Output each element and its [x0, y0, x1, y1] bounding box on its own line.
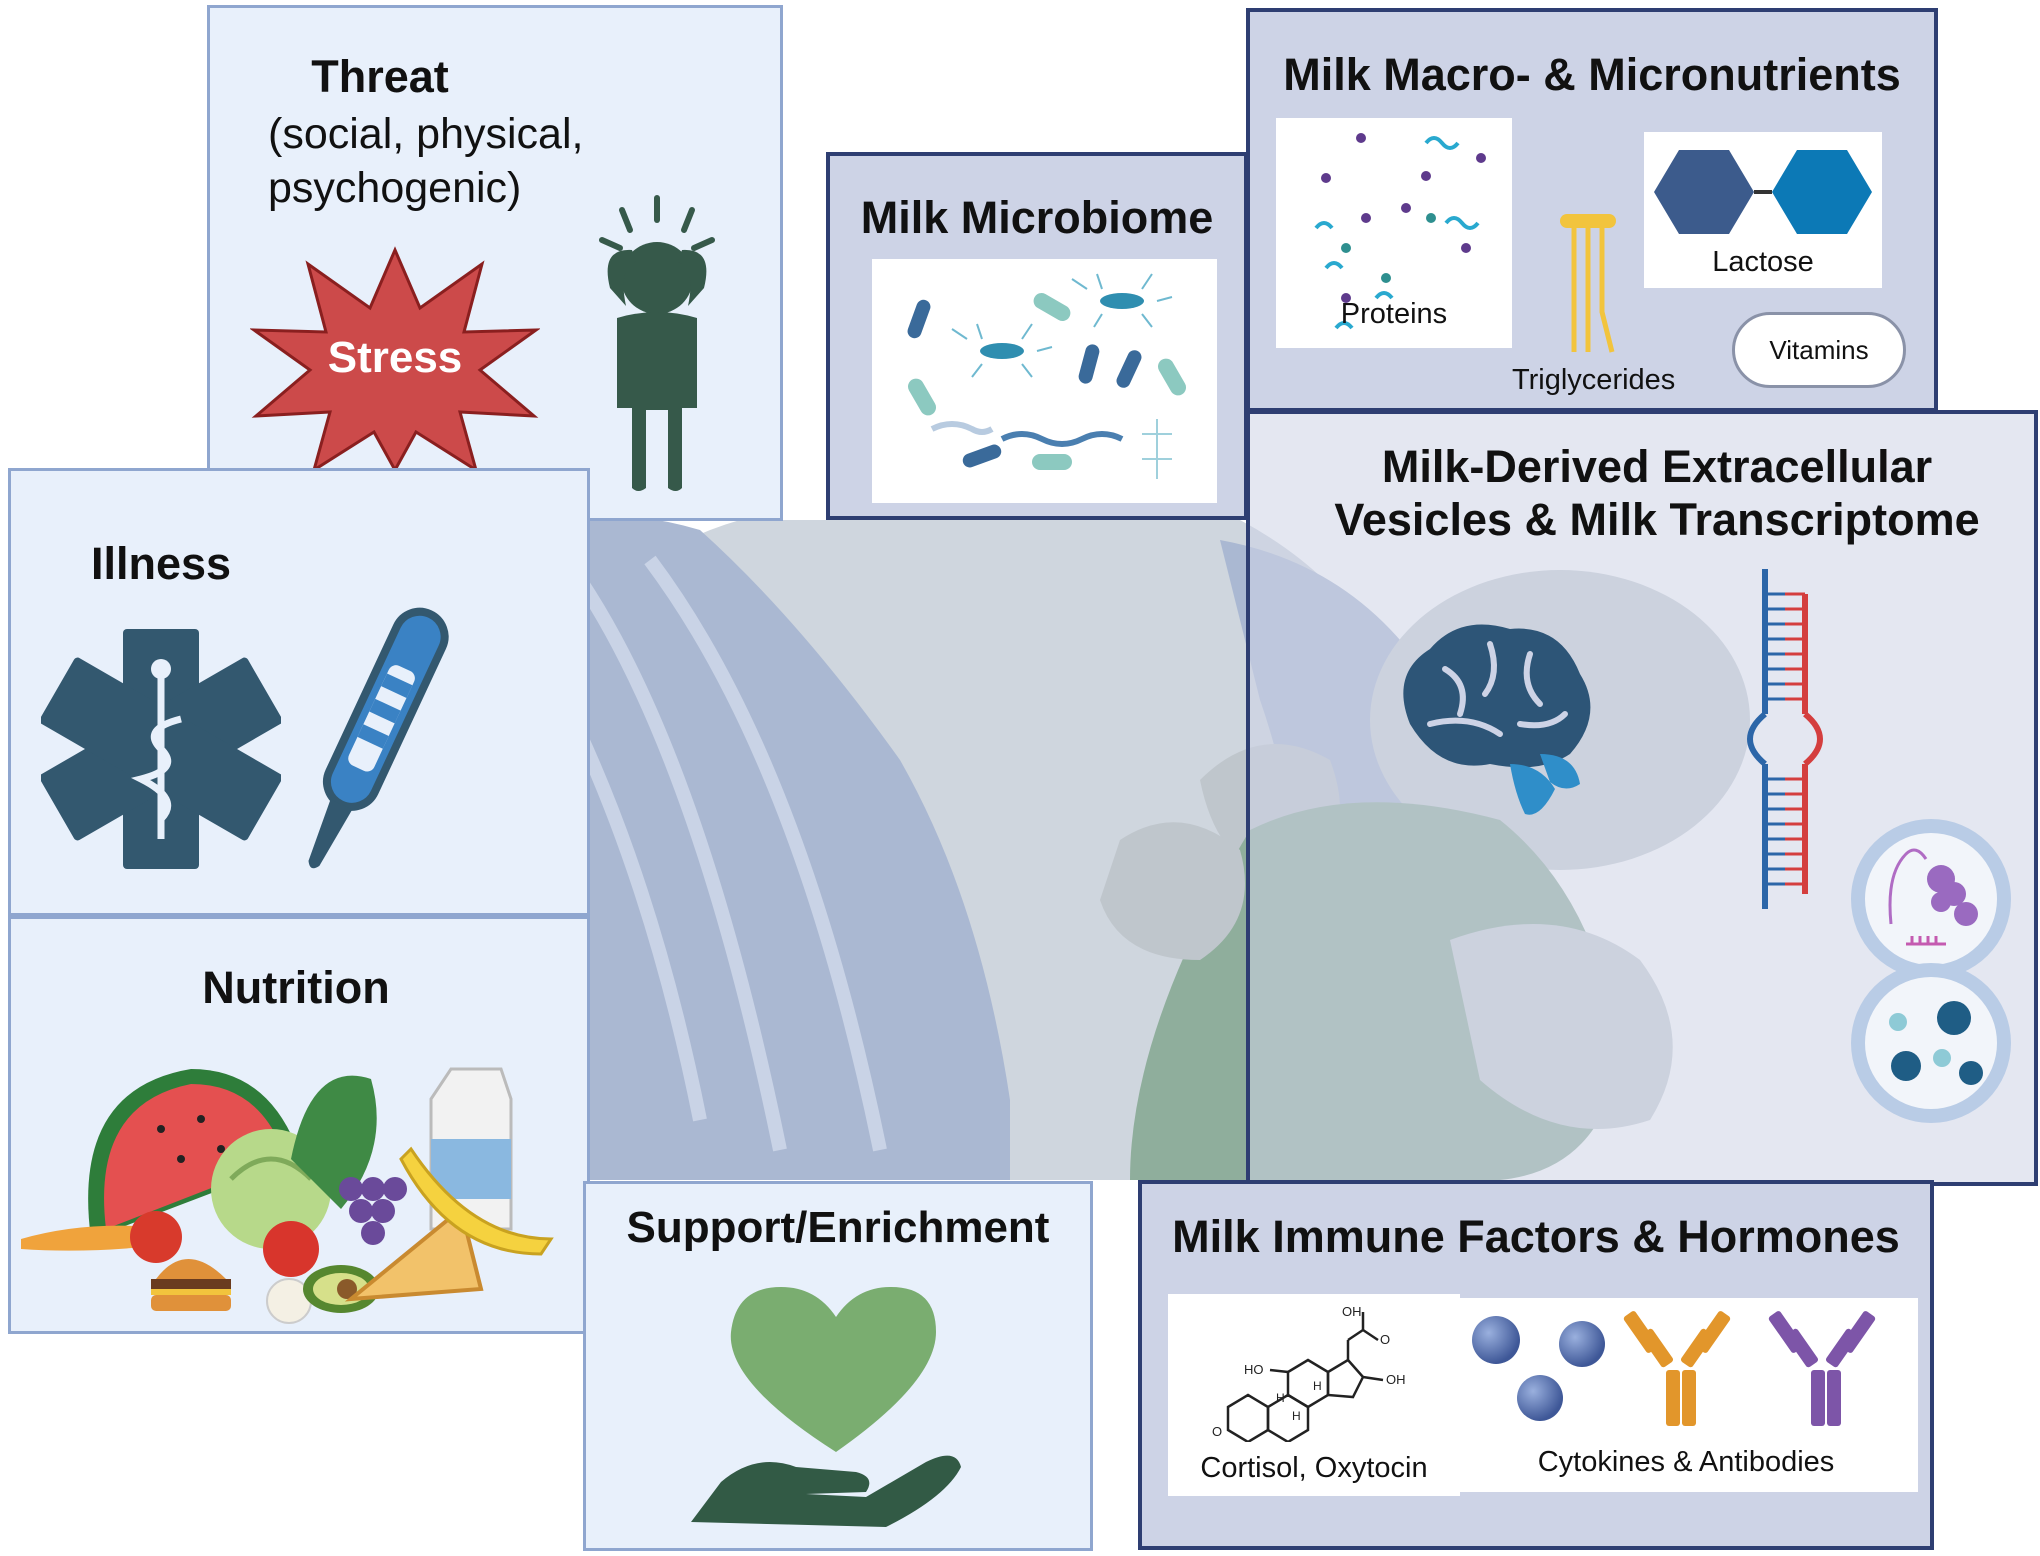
steroid-structure-icon: OH O HO OH H H H O	[1212, 1304, 1406, 1442]
steroid-label: H	[1276, 1391, 1285, 1405]
food-group-icon	[21, 1067, 554, 1324]
proteins-icon	[1314, 133, 1486, 330]
stress-badge: Stress	[327, 333, 463, 382]
cortisol-label: Cortisol, Oxytocin	[1200, 1452, 1428, 1484]
antibody-purple-icon	[1768, 1311, 1876, 1426]
steroid-label: OH	[1342, 1304, 1362, 1319]
macronutrients-panel: Milk Macro- & Micronutrients Proteins Tr…	[1246, 8, 1938, 412]
triglycerides-icon	[1560, 214, 1616, 353]
proteins-card: Proteins	[1276, 118, 1512, 348]
cytokine-sphere	[1559, 1321, 1605, 1367]
pizza-icon	[344, 1205, 484, 1302]
watermelon-icon	[88, 1069, 302, 1239]
thermometer-icon	[308, 607, 449, 869]
proteins-label: Proteins	[1340, 298, 1448, 330]
vesicle-cargo-icon	[1851, 819, 2011, 979]
steroid-label: O	[1380, 1332, 1390, 1347]
cytokines-label: Cytokines & Antibodies	[1537, 1446, 1835, 1478]
steroid-label: OH	[1386, 1372, 1406, 1387]
avocado-icon	[303, 1265, 379, 1313]
illness-title: Illness	[90, 538, 232, 589]
heart-in-hand-icon	[691, 1287, 961, 1527]
tomato-icon	[263, 1221, 319, 1277]
rna-hairpin-icon	[1747, 569, 1823, 909]
milk-carton-icon	[429, 1067, 513, 1231]
illness-panel: Illness	[8, 468, 590, 916]
cytokine-sphere	[1517, 1375, 1563, 1421]
vesicles-title: Milk-Derived Extracellular Vesicles & Mi…	[1334, 441, 1980, 546]
star-of-life-icon	[41, 629, 281, 869]
apple-icon	[130, 1211, 182, 1263]
support-title: Support/Enrichment	[626, 1203, 1050, 1252]
burger-icon	[151, 1259, 231, 1311]
cytokine-sphere	[1472, 1316, 1520, 1364]
antibody-orange-icon	[1623, 1311, 1731, 1426]
leafy-greens-icon	[291, 1075, 377, 1209]
vitamins-label: Vitamins	[1769, 335, 1869, 365]
brain-icon	[1403, 624, 1591, 815]
vesicle-particles-icon	[1851, 963, 2011, 1123]
support-panel: Support/Enrichment	[583, 1181, 1093, 1551]
grapes-icon	[339, 1177, 407, 1245]
vesicles-panel: Milk-Derived Extracellular Vesicles & Mi…	[1246, 410, 2038, 1186]
banana-icon	[399, 1146, 554, 1256]
vitamins-pill: Vitamins	[1732, 312, 1906, 388]
lactose-card: Lactose	[1644, 132, 1882, 288]
triglycerides-label: Triglycerides	[1512, 364, 1676, 396]
threat-subtitle: (social, physical, psychogenic)	[268, 110, 584, 212]
steroid-label: H	[1313, 1379, 1322, 1393]
nutrition-title: Nutrition	[202, 962, 390, 1013]
lactose-label: Lactose	[1712, 246, 1814, 278]
bacteria-card	[872, 259, 1217, 503]
distressed-person-icon	[599, 195, 715, 491]
steroid-label: O	[1212, 1424, 1222, 1439]
cortisol-card: OH O HO OH H H H O Cortisol, Oxytocin	[1168, 1294, 1460, 1496]
microbiome-title: Milk Microbiome	[860, 192, 1214, 243]
microbiome-panel: Milk Microbiome	[826, 152, 1248, 520]
threat-panel: Threat (social, physical, psychogenic) S…	[207, 5, 783, 521]
cytokines-antibodies-icon	[1472, 1311, 1876, 1426]
cytokines-card: Cytokines & Antibodies	[1454, 1298, 1918, 1492]
bacteria-icon	[907, 273, 1186, 479]
steroid-label: HO	[1244, 1362, 1264, 1377]
immune-panel: Milk Immune Factors & Hormones OH O HO O…	[1138, 1180, 1934, 1550]
nutrition-panel: Nutrition	[8, 916, 590, 1334]
immune-title: Milk Immune Factors & Hormones	[1172, 1211, 1900, 1262]
steroid-label: H	[1292, 1409, 1301, 1423]
infant-arm	[1100, 822, 1245, 960]
lactose-icon	[1654, 150, 1872, 234]
macronutrients-title: Milk Macro- & Micronutrients	[1283, 49, 1901, 100]
mother-shawl	[460, 515, 1010, 1180]
threat-title: Threat	[311, 51, 449, 102]
